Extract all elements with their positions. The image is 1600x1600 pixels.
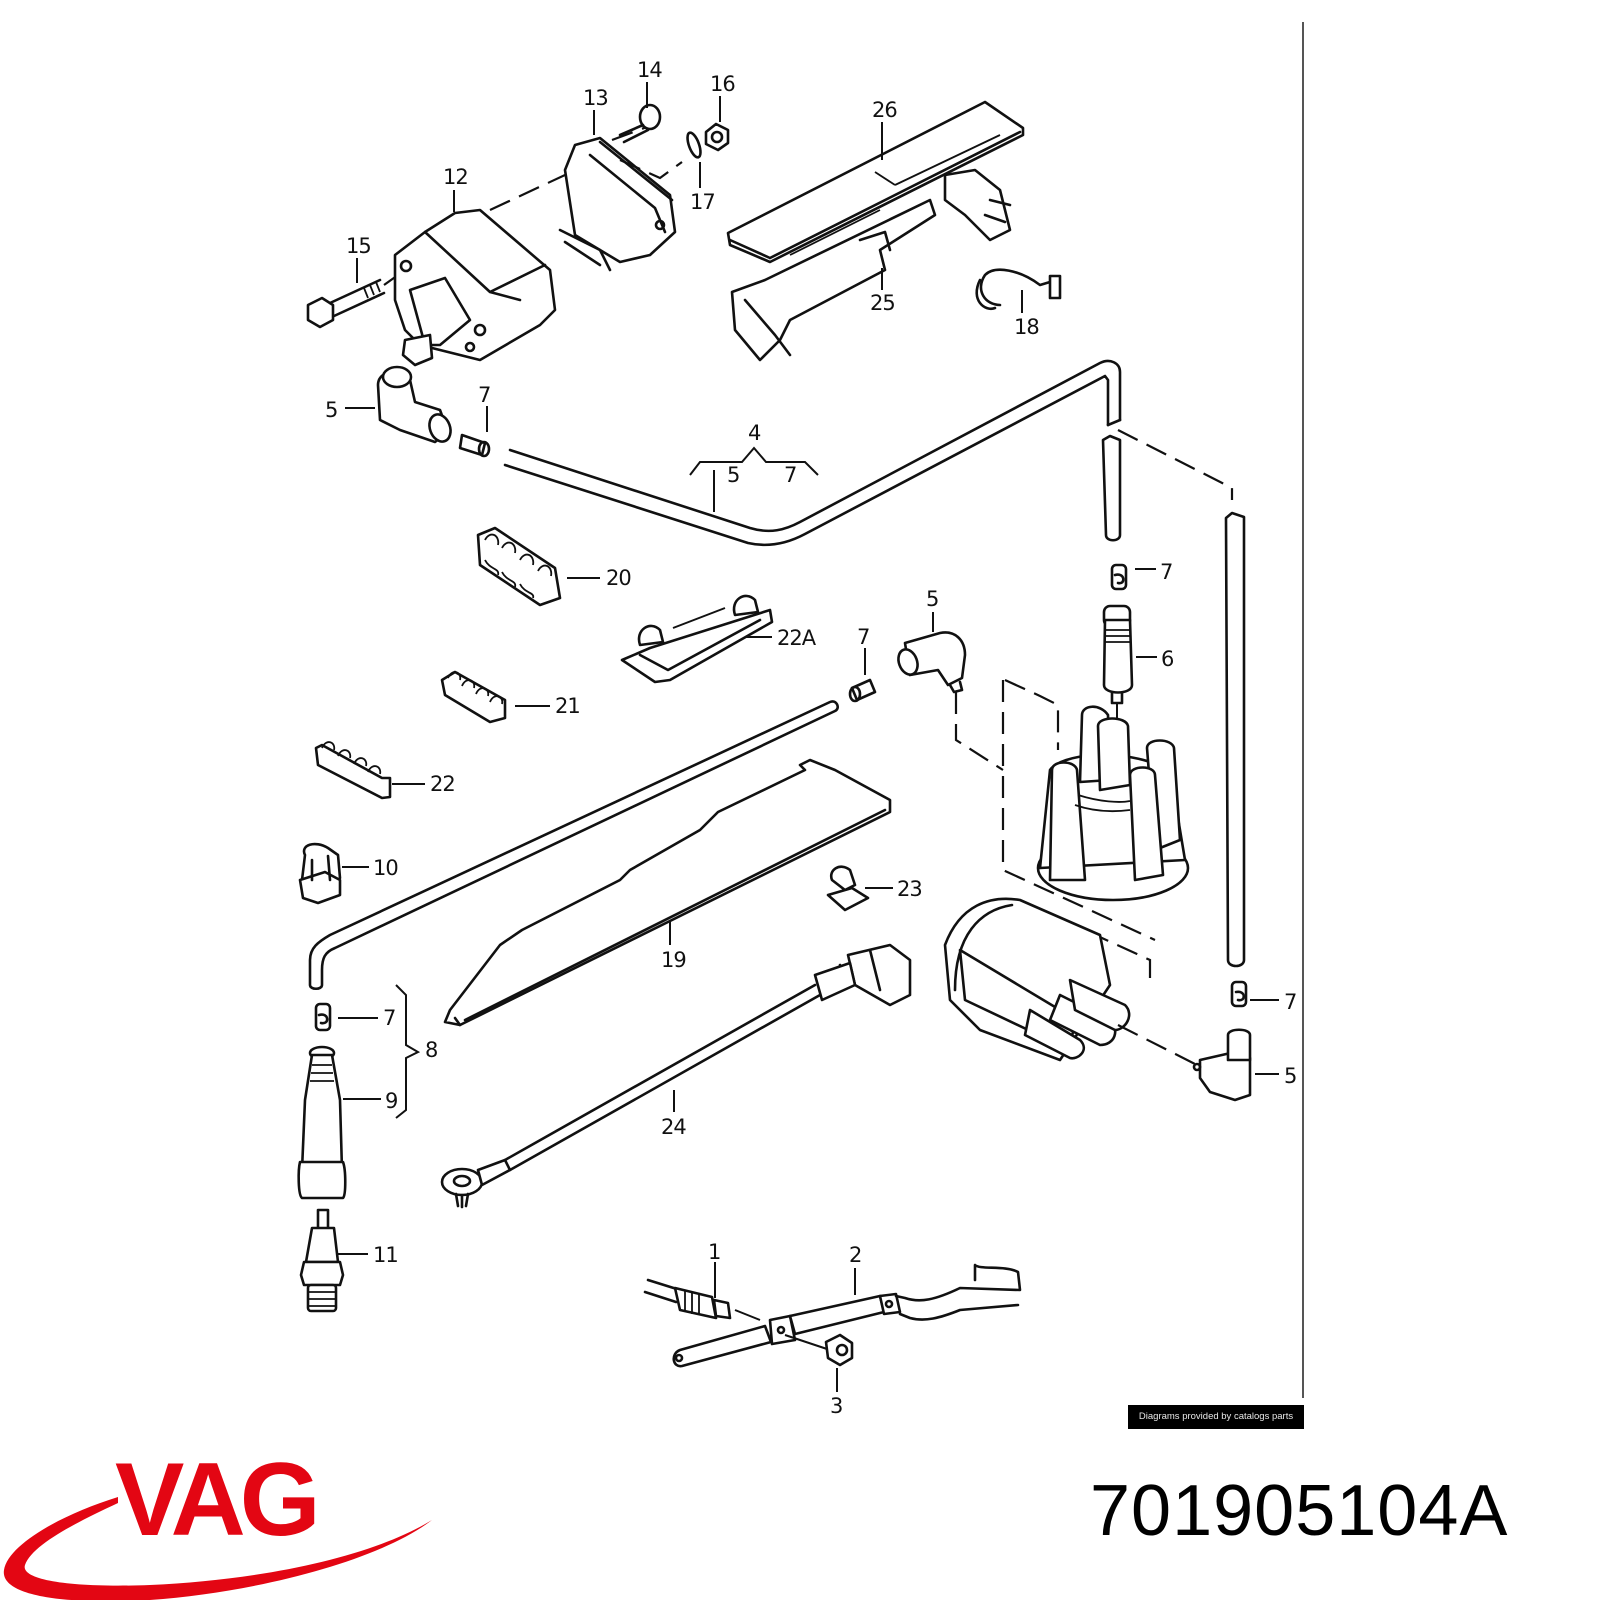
callout-c7c: 7	[857, 625, 870, 649]
callout-c22a: 22A	[777, 626, 816, 650]
bus-bar-2-icon	[672, 1263, 1022, 1368]
callout-c4-5: 5	[727, 463, 740, 487]
diagram-credit: Diagrams provided by catalogs parts	[1128, 1405, 1304, 1429]
callout-c5b: 5	[926, 587, 939, 611]
callout-c7d: 7	[383, 1006, 396, 1030]
callout-c7a: 7	[478, 383, 491, 407]
callout-c7b: 7	[1160, 560, 1173, 584]
part-number: 701905104A	[1090, 1471, 1509, 1551]
callout-c10: 10	[373, 856, 399, 880]
callout-c2: 2	[849, 1243, 862, 1267]
ignition-lead-long-icon	[308, 700, 839, 991]
callout-c16: 16	[710, 72, 736, 96]
callout-c18: 18	[1014, 315, 1040, 339]
callout-c6: 6	[1161, 647, 1174, 671]
lead-clip-7b-icon	[1110, 563, 1128, 591]
callout-c17: 17	[690, 190, 716, 214]
control-unit-13-icon	[558, 122, 683, 272]
cable-holder-22-icon	[314, 741, 392, 800]
spark-plug-connector-9-icon	[297, 1045, 347, 1200]
callout-c13: 13	[583, 86, 609, 110]
ground-cable-24-icon	[440, 943, 912, 1209]
angled-connector-5b-icon	[897, 631, 1004, 771]
ignition-coil-12-icon	[393, 174, 566, 367]
callout-c7e: 7	[1284, 990, 1297, 1014]
diagram-frame-border	[1302, 22, 1304, 1398]
callout-c8: 8	[425, 1038, 438, 1062]
callout-c12: 12	[443, 165, 469, 189]
cable-holder-20-icon	[476, 526, 562, 607]
suppressor-connector-6-icon	[1102, 604, 1134, 722]
lead-clip-7e-icon	[1230, 980, 1248, 1008]
hex-nut-16-icon	[704, 122, 730, 152]
lead-clip-7d-icon	[314, 1002, 332, 1032]
bracket-4	[689, 446, 819, 476]
callout-c3: 3	[830, 1394, 843, 1418]
brand-logo-text: VAG	[115, 1442, 321, 1558]
cable-holder-21-icon	[440, 670, 507, 724]
leader-lines	[338, 82, 1279, 1392]
callout-c15: 15	[346, 234, 372, 258]
vag-logo-swoosh-icon	[3, 1497, 432, 1600]
callout-c14: 14	[637, 58, 663, 82]
glow-plug-1-icon	[643, 1278, 761, 1321]
distributor-cap-upper-icon	[1001, 678, 1190, 941]
callout-c21: 21	[555, 694, 581, 718]
holder-clip-10-icon	[298, 842, 342, 905]
callout-c1: 1	[708, 1240, 721, 1264]
cable-holder-bracket-22a-icon	[620, 594, 774, 684]
clip-23-icon	[826, 865, 870, 912]
lead-clip-7a-icon	[458, 433, 491, 458]
callout-c4: 4	[748, 421, 761, 445]
callout-c9: 9	[385, 1089, 398, 1113]
cable-guide-25-icon	[730, 168, 1012, 362]
callout-c19: 19	[661, 948, 687, 972]
callout-c5c: 5	[1284, 1064, 1297, 1088]
bolt-14-icon	[618, 103, 662, 144]
spark-plug-11-icon	[299, 1208, 345, 1313]
callout-c5a: 5	[325, 398, 338, 422]
cable-duct-19-icon	[443, 758, 892, 1027]
callout-c24: 24	[661, 1115, 687, 1139]
callout-c26: 26	[872, 98, 898, 122]
hex-bolt-15-icon	[306, 269, 406, 329]
bracket-8	[395, 984, 421, 1119]
angled-connector-5a-icon	[376, 365, 452, 444]
callout-c11: 11	[373, 1243, 399, 1267]
ignition-lead-4-icon	[503, 359, 1246, 968]
callout-c23: 23	[897, 877, 923, 901]
cable-strap-18-icon	[975, 268, 1062, 311]
callout-c4-7: 7	[784, 463, 797, 487]
lead-clip-7c-icon	[848, 678, 877, 703]
callout-c22: 22	[430, 772, 456, 796]
cover-26-icon	[726, 100, 1025, 264]
angled-connector-5c-icon	[1192, 1028, 1252, 1102]
nut-3-icon	[824, 1333, 854, 1367]
callout-c25: 25	[870, 291, 896, 315]
callout-c20: 20	[606, 566, 632, 590]
washer-17-icon	[686, 131, 702, 159]
distributor-cap-lower-icon	[943, 897, 1198, 1066]
